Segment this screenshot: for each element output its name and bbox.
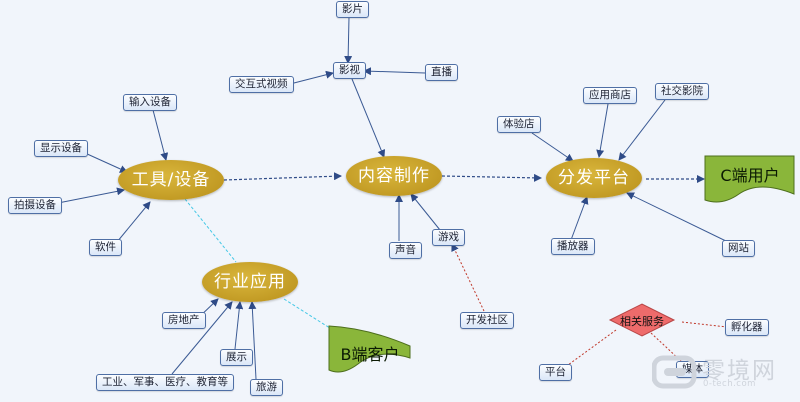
hub-tools[interactable]: 工具/设备 — [118, 160, 224, 200]
link-film-view — [344, 16, 353, 64]
link-live-view — [363, 67, 426, 76]
link-tools-industry — [184, 198, 237, 263]
link-services-incubator — [681, 321, 728, 328]
node-player[interactable]: 播放器 — [551, 238, 595, 255]
link-display-device-tools — [84, 152, 128, 173]
hub-distribution-label: 分发平台 — [558, 168, 630, 188]
node-experience-store[interactable]: 体验店 — [497, 116, 541, 133]
hub-content-label: 内容制作 — [358, 166, 430, 186]
node-website[interactable]: 网站 — [722, 240, 755, 257]
watermark-logo: 零境网 0-tech.com — [652, 353, 800, 399]
services-diamond — [608, 303, 676, 337]
link-dev-community-game — [451, 243, 485, 312]
link-experience-store-distribution — [531, 132, 574, 162]
node-social-cinema[interactable]: 社交影院 — [655, 83, 709, 100]
watermark-url: 0-tech.com — [703, 379, 756, 389]
node-game[interactable]: 游戏 — [432, 229, 465, 246]
link-input-device-tools — [152, 109, 169, 161]
link-software-tools — [116, 201, 151, 243]
node-dev-community[interactable]: 开发社区 — [460, 312, 514, 329]
hub-content[interactable]: 内容制作 — [346, 156, 442, 196]
node-real-estate[interactable]: 房地产 — [162, 312, 206, 329]
node-input-device[interactable]: 输入设备 — [123, 94, 177, 111]
endpoint-b-customer[interactable]: B端客户 — [328, 324, 412, 374]
link-player-distribution — [570, 196, 589, 241]
link-tourism-industry — [248, 301, 257, 380]
link-capture-device-tools — [57, 187, 125, 204]
node-film[interactable]: 影片 — [336, 1, 369, 18]
c-user-label: C端用户 — [720, 166, 780, 185]
node-software[interactable]: 软件 — [89, 239, 122, 256]
link-sectors-industry — [171, 301, 233, 375]
node-tourism[interactable]: 旅游 — [250, 379, 283, 396]
hub-industry[interactable]: 行业应用 — [202, 262, 298, 302]
link-interactive-video-view — [289, 70, 334, 85]
node-live[interactable]: 直播 — [425, 64, 458, 81]
node-interactive-video[interactable]: 交互式视频 — [229, 76, 294, 93]
link-content-distribution — [441, 173, 542, 182]
node-platform[interactable]: 平台 — [539, 364, 572, 381]
link-tools-content — [223, 172, 342, 181]
link-exhibition-industry — [234, 301, 244, 350]
services-label: 相关服务 — [620, 315, 664, 328]
link-website-distribution — [626, 192, 729, 243]
hub-industry-label: 行业应用 — [214, 272, 286, 292]
link-game-content — [410, 193, 441, 231]
node-sound[interactable]: 声音 — [389, 242, 422, 259]
node-sectors[interactable]: 工业、军事、医疗、教育等 — [96, 374, 234, 391]
b-customer-label: B端客户 — [340, 345, 400, 364]
watermark-name: 零境网 — [702, 358, 777, 384]
hub-distribution[interactable]: 分发平台 — [546, 158, 642, 198]
link-view-content — [351, 78, 386, 158]
link-services-media — [650, 332, 682, 362]
endpoint-c-user[interactable]: C端用户 — [704, 154, 796, 204]
link-social-cinema-distribution — [618, 99, 666, 161]
node-capture-device[interactable]: 拍摄设备 — [8, 197, 62, 214]
b-customer-flag-shape — [328, 325, 411, 373]
c-user-flag-shape — [704, 155, 795, 203]
link-industry-b-customer — [283, 298, 334, 331]
watermark-icon — [652, 355, 697, 389]
node-exhibition[interactable]: 展示 — [220, 349, 253, 366]
node-display-device[interactable]: 显示设备 — [34, 140, 88, 157]
node-film-view[interactable]: 影视 — [333, 62, 366, 79]
link-app-store-distribution — [596, 103, 609, 158]
node-incubator[interactable]: 孵化器 — [725, 319, 769, 336]
node-app-store[interactable]: 应用商店 — [583, 87, 637, 104]
link-services-platform — [567, 329, 617, 366]
hub-tools-label: 工具/设备 — [131, 170, 211, 190]
